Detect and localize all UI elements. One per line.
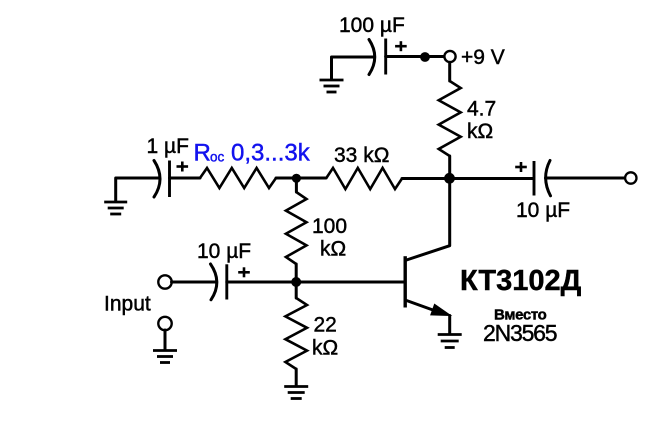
svg-text:10 µF: 10 µF [197, 240, 251, 263]
svg-text:2N3565: 2N3565 [483, 320, 557, 346]
svg-text:oc: oc [210, 150, 225, 165]
svg-text:33 kΩ: 33 kΩ [334, 144, 389, 167]
svg-text:Input: Input [104, 293, 151, 316]
svg-text:+9 V: +9 V [461, 46, 505, 69]
svg-text:100: 100 [312, 215, 347, 238]
svg-text:100 µF: 100 µF [339, 14, 405, 37]
svg-text:КТ3102Д: КТ3102Д [460, 265, 582, 297]
svg-text:kΩ: kΩ [320, 238, 346, 261]
svg-text:0,3...3k: 0,3...3k [231, 140, 311, 167]
svg-text:22: 22 [314, 314, 337, 337]
svg-text:kΩ: kΩ [312, 337, 338, 360]
svg-text:kΩ: kΩ [467, 120, 493, 143]
svg-text:10 µF: 10 µF [516, 199, 570, 222]
svg-text:1 µF: 1 µF [147, 135, 189, 158]
svg-text:R: R [194, 140, 211, 167]
svg-text:Вместо: Вместо [494, 307, 547, 324]
svg-text:4.7: 4.7 [467, 98, 496, 121]
